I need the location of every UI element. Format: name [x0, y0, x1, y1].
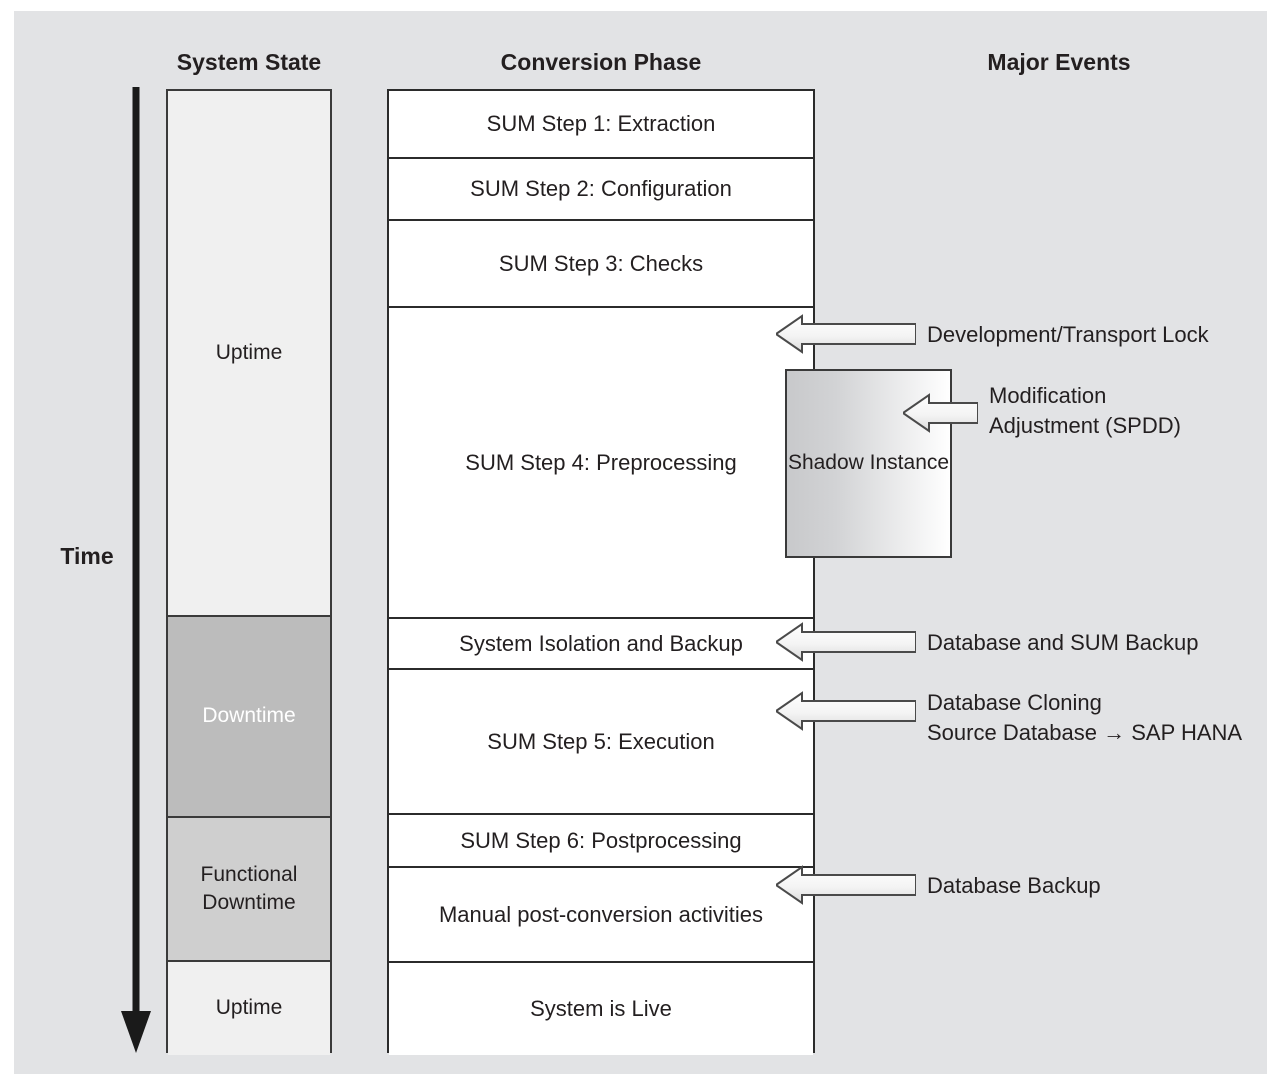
conversion-phase-label: SUM Step 1: Extraction: [486, 111, 716, 136]
major-event-label: Development/Transport Lock: [927, 322, 1209, 347]
column-header-conversion-phase: Conversion Phase: [500, 49, 702, 75]
conversion-phase-box: System Isolation and Backup: [389, 617, 813, 668]
conversion-phase-label: SUM Step 4: Preprocessing: [465, 449, 737, 475]
conversion-phase-label: SUM Step 5: Execution: [487, 728, 715, 754]
major-event-label: Modification Adjustment (SPDD): [989, 383, 1181, 438]
system-state-band-label: Uptime: [215, 340, 283, 364]
conversion-phase-label: System Isolation and Backup: [459, 630, 743, 656]
time-arrow-icon: [121, 87, 151, 1053]
major-event-arrow-icon: [903, 393, 978, 433]
column-header-major-events: Major Events: [987, 49, 1131, 75]
conversion-phase-label: SUM Step 2: Configuration: [470, 176, 732, 201]
conversion-phase-box: SUM Step 5: Execution: [389, 668, 813, 813]
conversion-phase-box: SUM Step 3: Checks: [389, 219, 813, 306]
major-event-arrow-icon: [776, 314, 916, 354]
system-state-band: Downtime: [168, 615, 330, 816]
system-state-band-label: Uptime: [215, 996, 283, 1020]
conversion-phase-box: SUM Step 2: Configuration: [389, 157, 813, 219]
conversion-phase-box: SUM Step 4: Preprocessing: [389, 306, 813, 617]
system-state-band: Uptime: [168, 960, 330, 1055]
column-header-system-state: System State: [176, 49, 322, 75]
system-state-band: Functional Downtime: [168, 816, 330, 960]
system-state-band: Uptime: [168, 91, 330, 615]
conversion-phase-box: SUM Step 1: Extraction: [389, 91, 813, 157]
conversion-phase-label: SUM Step 6: Postprocessing: [460, 827, 742, 853]
conversion-phase-box: System is Live: [389, 961, 813, 1055]
conversion-phase-label: System is Live: [530, 996, 672, 1021]
major-event-label: Database Cloning Source Database → SAP H…: [927, 690, 1243, 745]
major-event-arrow-icon: [776, 691, 916, 731]
diagram-panel: System State Conversion Phase Major Even…: [14, 11, 1267, 1074]
shadow-instance-label: Shadow Instance: [787, 451, 950, 475]
major-event-arrow-icon: [776, 622, 916, 662]
system-state-band-label: Functional Downtime: [200, 862, 298, 914]
conversion-phase-label: SUM Step 3: Checks: [498, 250, 704, 276]
major-event-label: Database Backup: [927, 873, 1101, 898]
conversion-phase-label: Manual post-conversion activities: [438, 901, 764, 927]
time-axis-label: Time: [60, 543, 114, 569]
major-event-arrow-icon: [776, 865, 916, 905]
major-event-label: Database and SUM Backup: [927, 630, 1199, 655]
conversion-phase-box: Manual post-conversion activities: [389, 866, 813, 961]
conversion-phase-box: SUM Step 6: Postprocessing: [389, 813, 813, 866]
system-state-band-label: Downtime: [202, 704, 296, 728]
